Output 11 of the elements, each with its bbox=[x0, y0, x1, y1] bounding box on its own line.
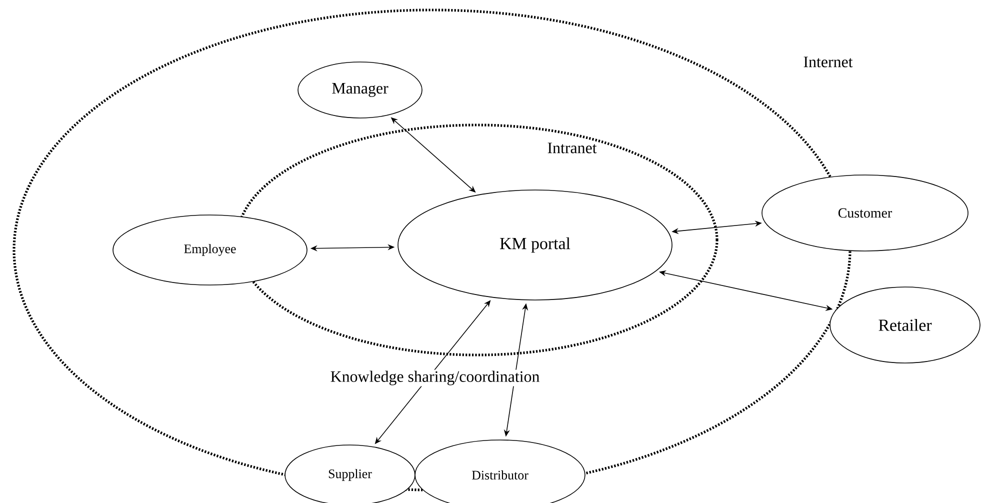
ellipse-node: Retailer bbox=[830, 286, 980, 364]
ellipse-node: KM portal bbox=[398, 190, 672, 300]
annotation: Knowledge sharing/coordination bbox=[330, 370, 540, 386]
node-label: Retailer bbox=[878, 319, 932, 331]
node-label: Distributor bbox=[472, 470, 528, 480]
ellipse-node: Employee bbox=[112, 214, 308, 286]
ellipse-node: Supplier bbox=[284, 444, 416, 503]
ellipse-node: Manager bbox=[298, 62, 422, 118]
node-label: Supplier bbox=[328, 469, 372, 481]
ellipse-node: Customer bbox=[762, 174, 968, 252]
ellipse-node: Distributor bbox=[414, 440, 586, 503]
